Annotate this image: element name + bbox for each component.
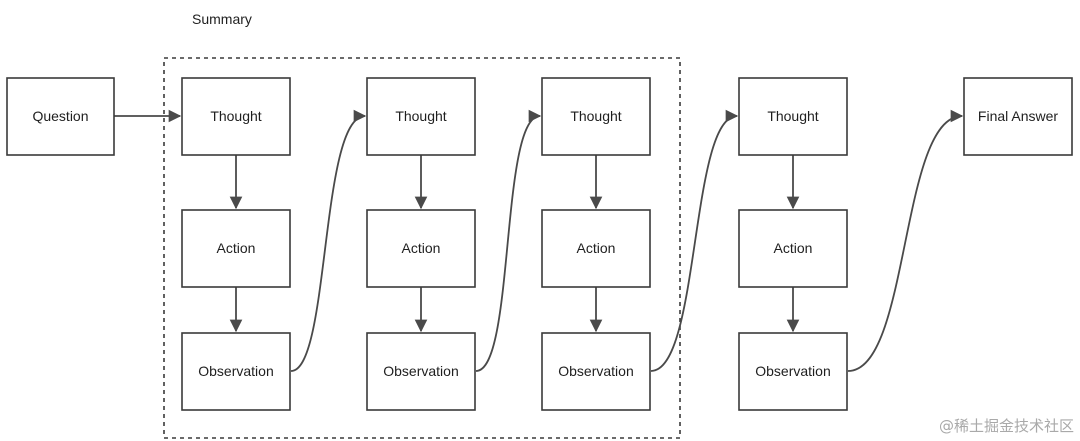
node-action-4-label: Action <box>774 240 813 256</box>
node-action-1-label: Action <box>217 240 256 256</box>
node-thought-1-label: Thought <box>210 108 261 124</box>
node-observation-3-label: Observation <box>558 363 633 379</box>
node-question: Question <box>6 77 115 156</box>
node-final-answer: Final Answer <box>963 77 1073 156</box>
node-action-4: Action <box>738 209 848 288</box>
node-action-2: Action <box>366 209 476 288</box>
node-thought-4: Thought <box>738 77 848 156</box>
node-thought-4-label: Thought <box>767 108 818 124</box>
node-observation-4-label: Observation <box>755 363 830 379</box>
node-thought-2-label: Thought <box>395 108 446 124</box>
node-thought-2: Thought <box>366 77 476 156</box>
edge-observation-3-to-thought-4 <box>650 109 739 372</box>
nodes: Question Thought Action Observation Thou… <box>6 77 1073 411</box>
node-action-2-label: Action <box>402 240 441 256</box>
watermark-text: @稀土掘金技术社区 <box>939 417 1074 435</box>
summary-label: Summary <box>192 11 252 27</box>
node-observation-1: Observation <box>181 332 291 411</box>
node-action-1: Action <box>181 209 291 288</box>
node-thought-1: Thought <box>181 77 291 156</box>
node-observation-4: Observation <box>738 332 848 411</box>
edge-observation-1-to-thought-2 <box>290 109 367 372</box>
edge-observation-4-to-final-answer <box>847 109 964 372</box>
summary-group: Summary <box>163 11 681 439</box>
node-observation-1-label: Observation <box>198 363 273 379</box>
node-action-3: Action <box>541 209 651 288</box>
node-observation-3: Observation <box>541 332 651 411</box>
edges <box>114 109 964 372</box>
node-final-answer-label: Final Answer <box>978 108 1058 124</box>
node-question-label: Question <box>32 108 88 124</box>
node-observation-2-label: Observation <box>383 363 458 379</box>
node-action-3-label: Action <box>577 240 616 256</box>
node-thought-3-label: Thought <box>570 108 621 124</box>
node-observation-2: Observation <box>366 332 476 411</box>
node-thought-3: Thought <box>541 77 651 156</box>
summary-group-border <box>163 57 681 439</box>
edge-observation-2-to-thought-3 <box>475 109 542 372</box>
